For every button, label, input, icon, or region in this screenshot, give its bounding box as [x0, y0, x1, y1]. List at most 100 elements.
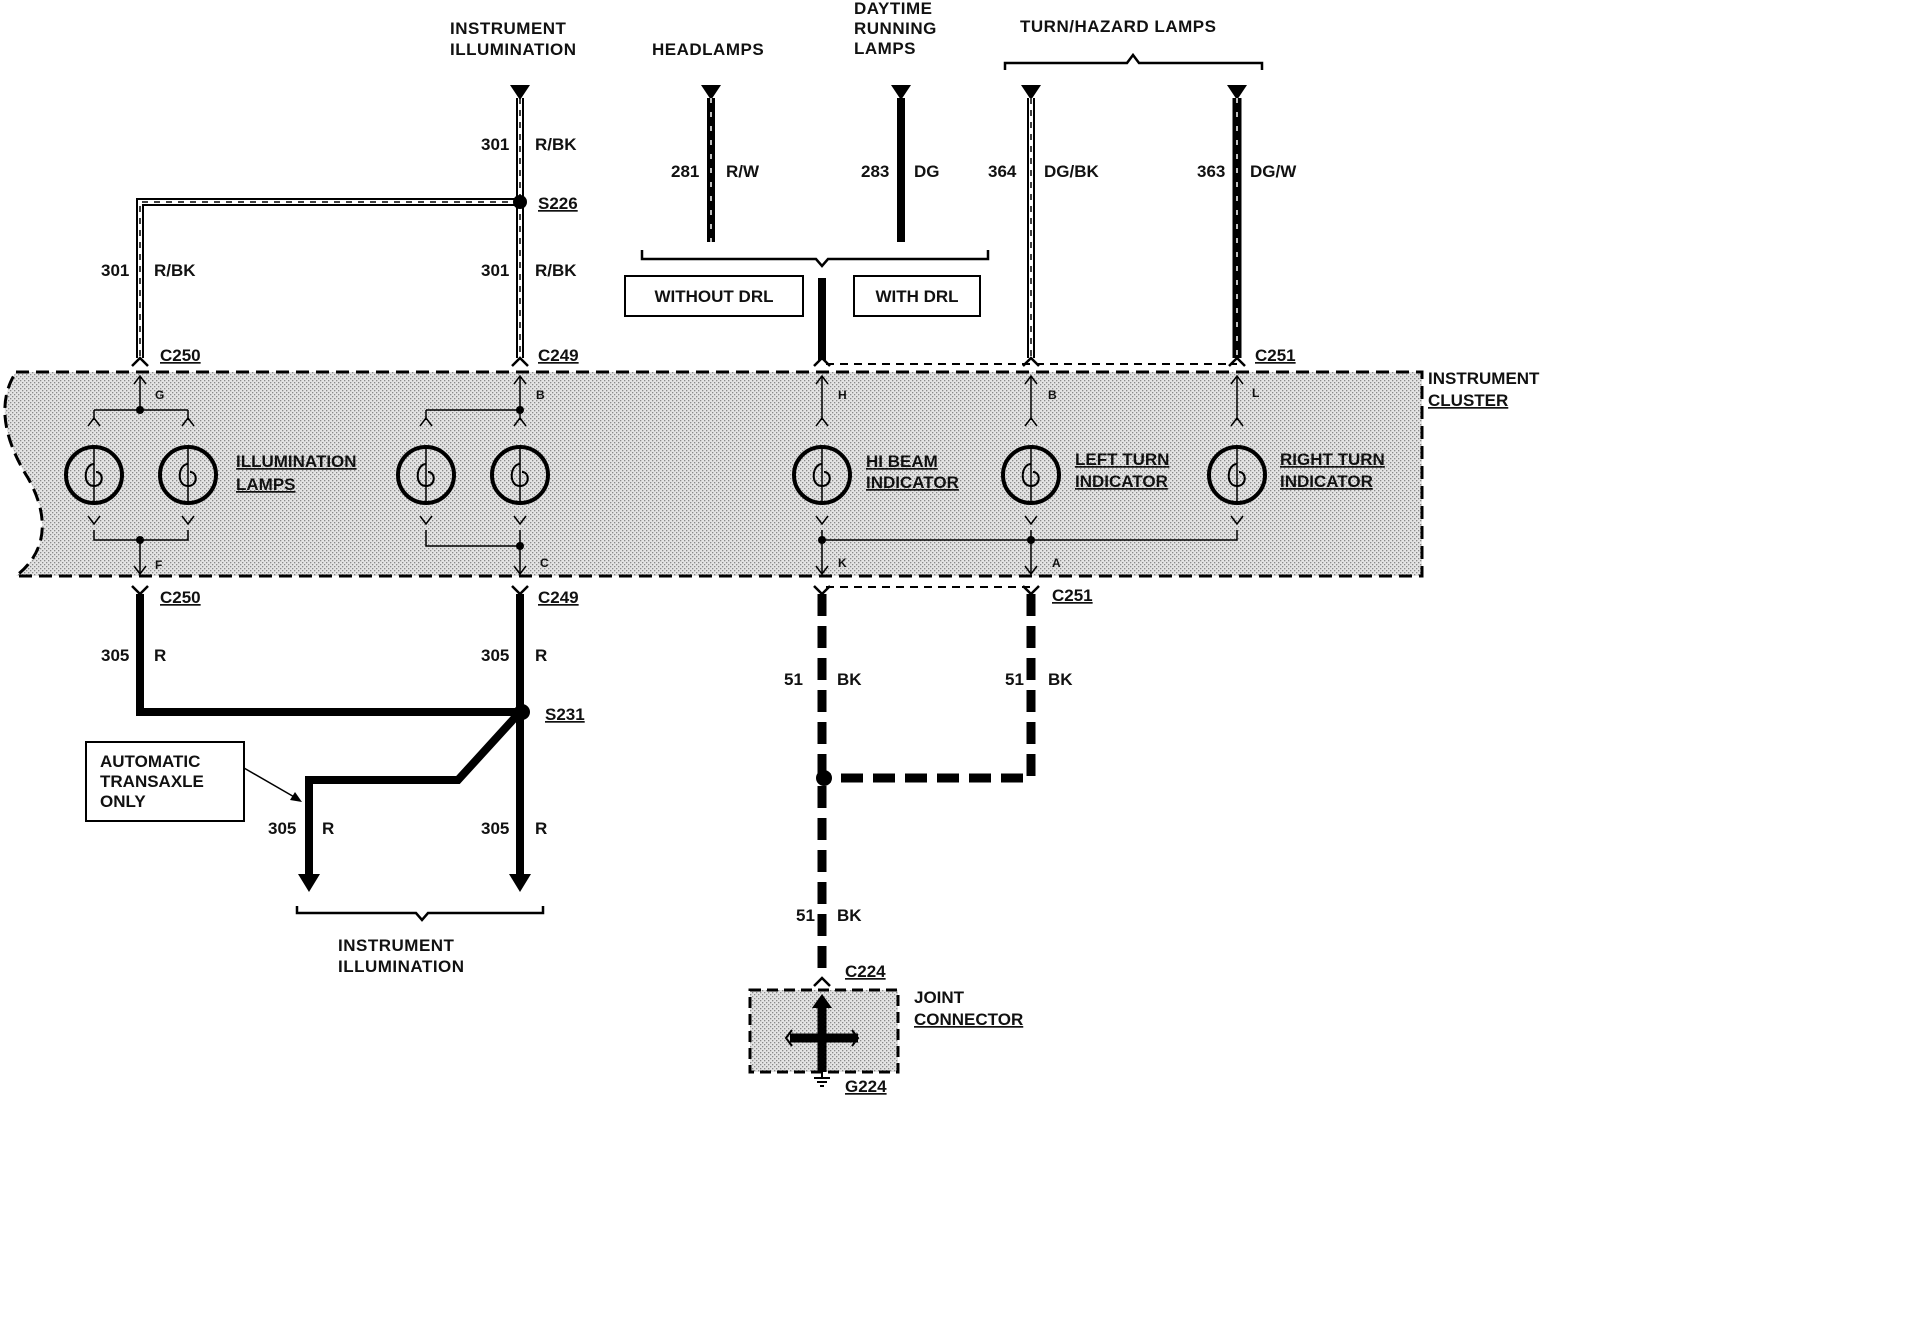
- w301-left-color: R/BK: [154, 261, 196, 280]
- arrow-turn-right: [1227, 85, 1247, 100]
- instrument-illumination-bottom-line1: INSTRUMENT: [338, 936, 455, 955]
- right-turn-lamp-icon: [1207, 445, 1267, 505]
- lamp-icon: [158, 445, 218, 505]
- pin-g: G: [155, 388, 164, 402]
- w283-circuit: 283: [861, 162, 889, 181]
- w305-mid-color: R: [535, 646, 547, 665]
- w51-b-color: BK: [1048, 670, 1073, 689]
- pin-b-1: B: [536, 388, 545, 402]
- ground-icon: [814, 1072, 830, 1087]
- w281-color: R/W: [726, 162, 760, 181]
- w51-a-circuit: 51: [784, 670, 803, 689]
- instrument-illumination-bottom-brace: [295, 906, 545, 922]
- without-drl-box: [624, 275, 804, 317]
- w301-top-circuit: 301: [481, 135, 509, 154]
- w301-left-circuit: 301: [101, 261, 129, 280]
- w281-circuit: 281: [671, 162, 699, 181]
- joint-connector-line1: JOINT: [914, 988, 965, 1007]
- hi-beam-line1: HI BEAM: [866, 452, 938, 471]
- connector-c250-bottom: [131, 585, 149, 596]
- arrow-305-right: [509, 874, 531, 892]
- w305-left-circuit: 305: [101, 646, 129, 665]
- w51-a-color: BK: [837, 670, 862, 689]
- w301-mid-circuit: 301: [481, 261, 509, 280]
- drl-header-line2: RUNNING: [854, 19, 937, 38]
- instrument-illumination-top-line1: INSTRUMENT: [450, 19, 567, 38]
- pin-h: H: [838, 388, 847, 402]
- hi-beam-lamp-icon: [792, 445, 852, 505]
- connector-left-turn-top: [1022, 356, 1040, 367]
- w364-color: DG/BK: [1044, 162, 1100, 181]
- joint-connector-line2: CONNECTOR: [914, 1010, 1023, 1029]
- wiring-diagram: INSTRUMENT CLUSTER INSTRUMENT ILLUMINATI…: [3, 0, 1540, 1096]
- c251-top-label: C251: [1255, 346, 1296, 365]
- cluster-title-line2: CLUSTER: [1428, 391, 1508, 410]
- turn-hazard-brace: [1003, 52, 1264, 70]
- automatic-transaxle-line1: AUTOMATIC: [100, 752, 200, 771]
- arrow-headlamps: [701, 85, 721, 100]
- illumination-lamps-line1: ILLUMINATION: [236, 452, 357, 471]
- w363-color: DG/W: [1250, 162, 1297, 181]
- automatic-transaxle-leader-arrow: [290, 792, 302, 802]
- w363-circuit: 363: [1197, 162, 1225, 181]
- connector-right-turn-top: [1228, 356, 1246, 367]
- automatic-transaxle-line2: TRANSAXLE: [100, 772, 204, 791]
- c250-bottom-label: C250: [160, 588, 201, 607]
- wire-51-left-turn: [826, 594, 1036, 783]
- w51-b-circuit: 51: [1005, 670, 1024, 689]
- illumination-lamps-line2: LAMPS: [236, 475, 296, 494]
- lamp-icon: [64, 445, 124, 505]
- pin-c: C: [540, 556, 549, 570]
- g224-label: G224: [845, 1077, 887, 1096]
- splice-ground-dot: [816, 770, 832, 786]
- pin-l: L: [1252, 386, 1259, 400]
- instrument-illumination-bottom-line2: ILLUMINATION: [338, 957, 465, 976]
- w301-top-color: R/BK: [535, 135, 577, 154]
- connector-c224: [813, 976, 831, 987]
- automatic-transaxle-line3: ONLY: [100, 792, 146, 811]
- pin-b-2: B: [1048, 388, 1057, 402]
- lamp-icon: [396, 445, 456, 505]
- right-turn-line1: RIGHT TURN: [1280, 450, 1385, 469]
- drl-header-line3: LAMPS: [854, 39, 916, 58]
- w305-left-color: R: [154, 646, 166, 665]
- joint-connector-bus-ends: [784, 1029, 860, 1047]
- w305-right-color: R: [535, 819, 547, 838]
- splice-s231-label: S231: [545, 705, 585, 724]
- right-turn-line2: INDICATOR: [1280, 472, 1373, 491]
- pin-k: K: [838, 556, 847, 570]
- pin-a: A: [1052, 556, 1061, 570]
- lamp-icon: [490, 445, 550, 505]
- wire-301-horizontal: [136, 198, 520, 358]
- w51-c-color: BK: [837, 906, 862, 925]
- c249-bottom-label: C249: [538, 588, 579, 607]
- connector-c250-top: [131, 356, 149, 367]
- w364-circuit: 364: [988, 162, 1017, 181]
- c250-top-label: C250: [160, 346, 201, 365]
- arrow-turn-left: [1021, 85, 1041, 100]
- cluster-pin-arrows: [133, 374, 1244, 576]
- connector-c249-top: [511, 356, 529, 367]
- w305-auto-circuit: 305: [268, 819, 296, 838]
- c224-label: C224: [845, 962, 886, 981]
- c251-bottom-label: C251: [1052, 586, 1093, 605]
- hi-beam-line2: INDICATOR: [866, 473, 959, 492]
- joint-connector-arrow: [812, 994, 832, 1008]
- left-turn-lamp-icon: [1001, 445, 1061, 505]
- wire-305-auto: [305, 709, 523, 876]
- with-drl-box: [853, 275, 981, 317]
- pin-f: F: [155, 558, 162, 572]
- joint-connector-bus: [790, 1006, 858, 1072]
- headlamps-header: HEADLAMPS: [652, 40, 764, 59]
- without-drl-label: WITHOUT DRL: [655, 287, 774, 306]
- w301-mid-color: R/BK: [535, 261, 577, 280]
- w305-right-circuit: 305: [481, 819, 509, 838]
- arrow-305-auto: [298, 874, 320, 892]
- arrow-instrument-illumination-top: [510, 85, 530, 100]
- w305-mid-circuit: 305: [481, 646, 509, 665]
- c249-top-label: C249: [538, 346, 579, 365]
- automatic-transaxle-box: [85, 741, 245, 822]
- splice-s231-dot: [514, 704, 530, 720]
- drl-brace: [640, 250, 990, 268]
- cluster-internal-chevrons: [87, 416, 1244, 526]
